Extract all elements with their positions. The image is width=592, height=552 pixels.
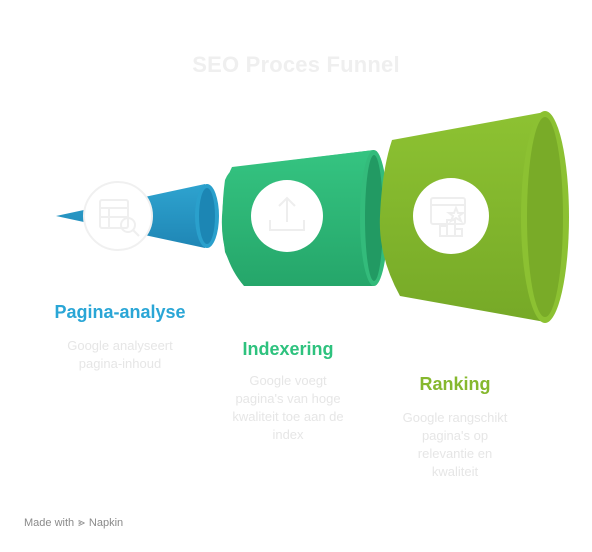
stage-title-indexering: Indexering	[242, 339, 334, 359]
description-line: pagina's op	[421, 428, 489, 443]
napkin-logo-icon: ⪢	[78, 515, 85, 529]
description-line: pagina's van hoge	[235, 391, 341, 406]
stage-title-pagina-analyse: Pagina-analyse	[54, 302, 186, 322]
made-with-napkin[interactable]: Made with ⪢ Napkin	[24, 515, 123, 530]
funnel-segment-pagina-analyse	[56, 181, 219, 251]
description-line: Google analyseert	[67, 338, 173, 353]
funnel-segment-ranking	[379, 111, 569, 323]
ranking-icon	[430, 197, 466, 237]
description-line: kwaliteit	[431, 464, 479, 479]
funnel-segment-indexering	[221, 150, 388, 286]
stage-description-indexering: Google voegt pagina's van hoge kwaliteit…	[208, 372, 368, 444]
made-with-label: Made with	[24, 516, 75, 529]
diagram-title: SEO Proces Funnel	[192, 52, 400, 77]
description-line: kwaliteit toe aan de	[232, 409, 344, 424]
description-line: relevantie en	[417, 446, 493, 461]
description-line: Google rangschikt	[402, 410, 508, 425]
document-search-icon	[99, 199, 140, 237]
description-line: pagina-inhoud	[78, 356, 162, 371]
stage-icon-circle-3	[413, 178, 489, 254]
upload-icon	[269, 196, 305, 231]
description-line: index	[272, 427, 304, 442]
napkin-brand: Napkin	[88, 516, 124, 529]
stage-description-pagina-analyse: Google analyseert pagina-inhoud	[40, 337, 200, 373]
description-line: Google voegt	[249, 373, 327, 388]
stage-description-ranking: Google rangschikt pagina's op relevantie…	[375, 409, 535, 481]
stage-title-ranking: Ranking	[419, 374, 491, 394]
